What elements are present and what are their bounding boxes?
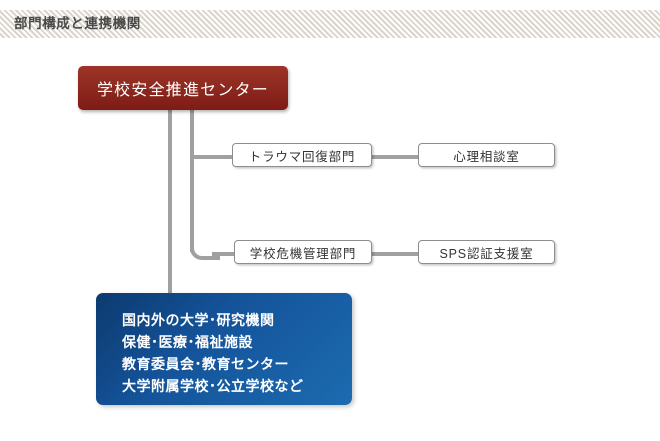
node-label: 学校安全推進センター: [96, 82, 269, 99]
header-band: [0, 10, 660, 38]
connector-trunk-to-division-1: [190, 155, 234, 159]
node-partner-organizations[interactable]: 国内外の大学･研究機関 保健･医療･福祉施設 教育委員会･教育センター 大学附属…: [96, 293, 352, 405]
node-label: トラウマ回復部門: [248, 149, 356, 164]
node-label: 心理相談室: [453, 149, 520, 164]
partner-line: 教育委員会･教育センター: [122, 356, 289, 372]
node-division-school-crisis-management[interactable]: 学校危機管理部門: [234, 240, 372, 264]
partner-line: 大学附属学校･公立学校など: [122, 378, 304, 394]
node-safety-promotion-center[interactable]: 学校安全推進センター: [78, 66, 288, 110]
connector-elbow-row2: [190, 240, 220, 260]
node-office-sps-certification-support[interactable]: SPS認証支援室: [418, 240, 555, 264]
node-label: SPS認証支援室: [439, 246, 534, 261]
connector-elbow-to-division-2: [212, 252, 236, 256]
connector-root-to-partners: [168, 108, 172, 295]
page-title: 部門構成と連携機関: [14, 16, 141, 31]
node-office-psychological-counseling[interactable]: 心理相談室: [418, 143, 555, 167]
partner-line: 国内外の大学･研究機関: [122, 312, 275, 328]
connector-division-2-to-office-2: [370, 252, 420, 256]
node-division-trauma-recovery[interactable]: トラウマ回復部門: [232, 143, 372, 167]
connector-branch-trunk: [190, 108, 194, 252]
partner-line: 保健･医療･福祉施設: [122, 334, 253, 350]
node-label: 学校危機管理部門: [249, 246, 357, 261]
connector-division-1-to-office-1: [370, 155, 420, 159]
